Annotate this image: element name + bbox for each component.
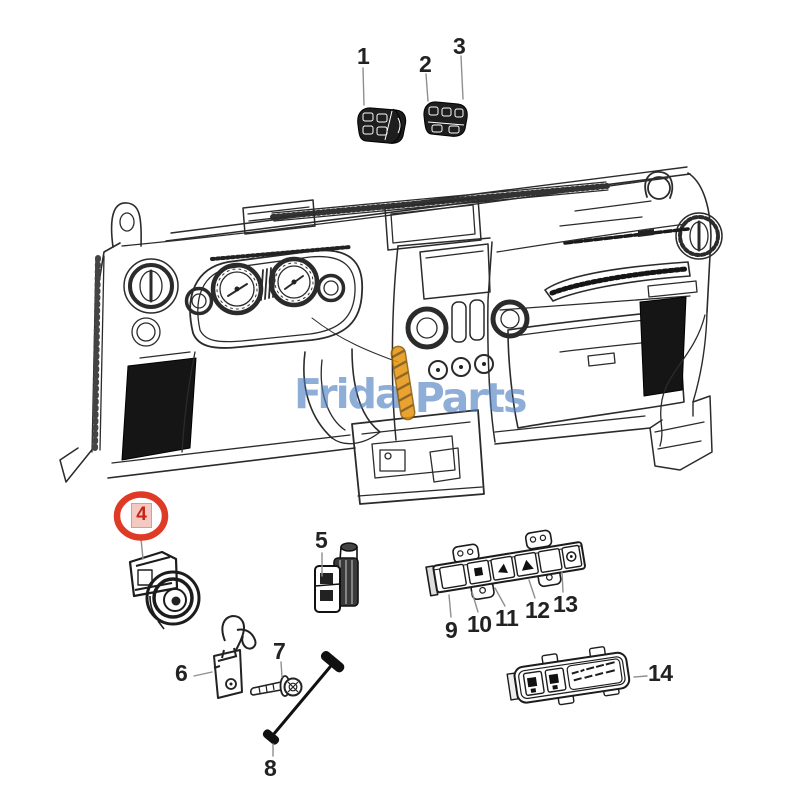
part-4-ignition-switch [128, 550, 201, 630]
callout-3: 3 [453, 33, 466, 59]
callout-5: 5 [315, 527, 328, 553]
callout-14: 14 [648, 660, 673, 686]
part-8-rod [262, 651, 345, 745]
dashboard-illustration [59, 166, 723, 505]
callout-7: 7 [273, 638, 286, 664]
part-14-offroad-switch-panel [506, 646, 631, 706]
highlight-circle [113, 491, 169, 541]
callout-2: 2 [419, 51, 432, 77]
callout-6: 6 [175, 660, 188, 686]
part-7-screw [249, 675, 303, 697]
part-1-window-switch [357, 107, 407, 144]
callout-10: 10 [467, 611, 492, 637]
callout-9: 9 [445, 617, 458, 643]
part-6-bracket [213, 615, 257, 699]
part-5-switch [314, 542, 359, 613]
callout-11: 11 [495, 605, 519, 631]
part-2-3-window-switch [423, 101, 468, 137]
callout-1: 1 [357, 43, 370, 69]
callout-4-highlighted: 4 [131, 503, 152, 528]
callout-12: 12 [525, 597, 550, 623]
callout-13: 13 [553, 591, 578, 617]
switch-panel-9-13 [425, 529, 586, 601]
callout-8: 8 [264, 755, 277, 781]
leader-lines [140, 55, 648, 757]
